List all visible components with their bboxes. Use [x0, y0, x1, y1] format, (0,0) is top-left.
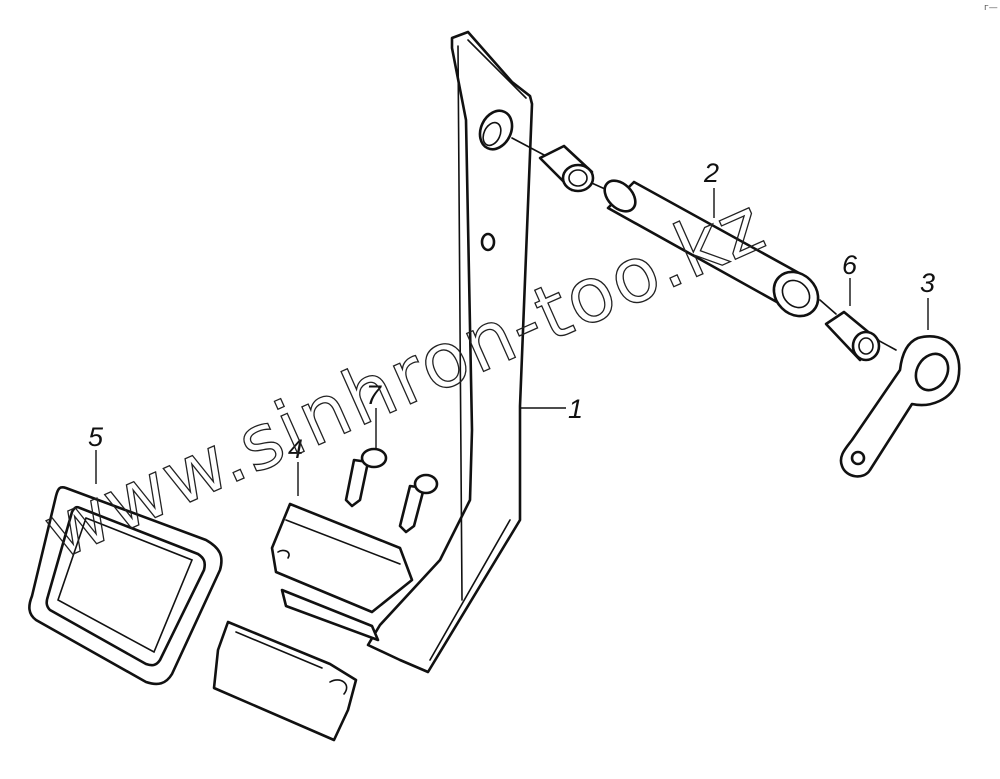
corner-mark: г— — [984, 3, 998, 13]
part-3-lever-arm — [839, 335, 961, 478]
part-7-pins — [344, 447, 439, 534]
bushing-left — [538, 144, 595, 193]
part-1-pedal-lever — [366, 30, 534, 674]
callout-5: 5 — [88, 422, 104, 452]
callout-1: 1 — [568, 394, 583, 424]
callout-2: 2 — [703, 158, 719, 188]
callout-3: 3 — [920, 268, 935, 298]
callout-4: 4 — [288, 434, 303, 464]
callout-7: 7 — [366, 380, 382, 410]
callout-leaders — [95, 188, 929, 496]
part-6-bushing-right — [824, 310, 881, 362]
lever-small-hole — [480, 232, 496, 252]
part-2-axle-tube — [603, 179, 820, 318]
part-4-pad-clips — [212, 502, 414, 742]
callout-6: 6 — [842, 250, 858, 280]
part-5-rubber-pad — [28, 485, 223, 686]
lever-upper-hole — [478, 109, 514, 151]
